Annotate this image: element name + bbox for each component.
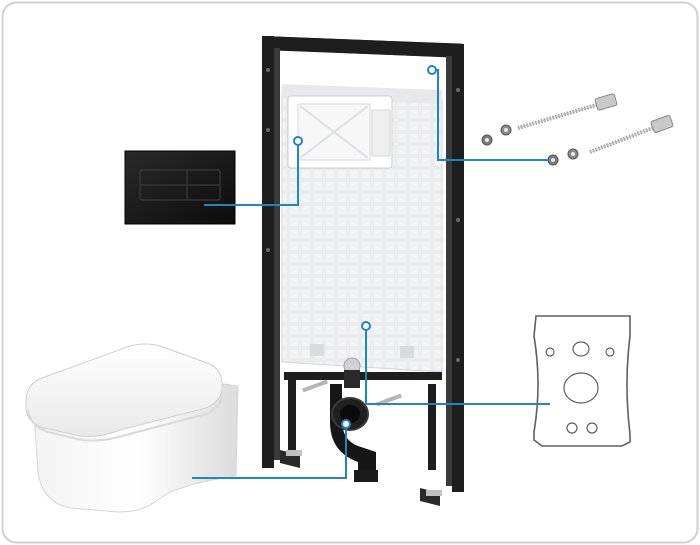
anchor-bolt-set — [481, 93, 674, 166]
wall-hung-toilet-bowl — [25, 343, 239, 513]
sound-insulation-mat — [533, 315, 631, 447]
drain-pipe — [330, 370, 378, 482]
inspection-opening — [287, 95, 393, 169]
concealed-cistern-frame — [262, 36, 464, 506]
flush-button-plate — [124, 150, 236, 225]
callout-markers — [293, 65, 437, 429]
